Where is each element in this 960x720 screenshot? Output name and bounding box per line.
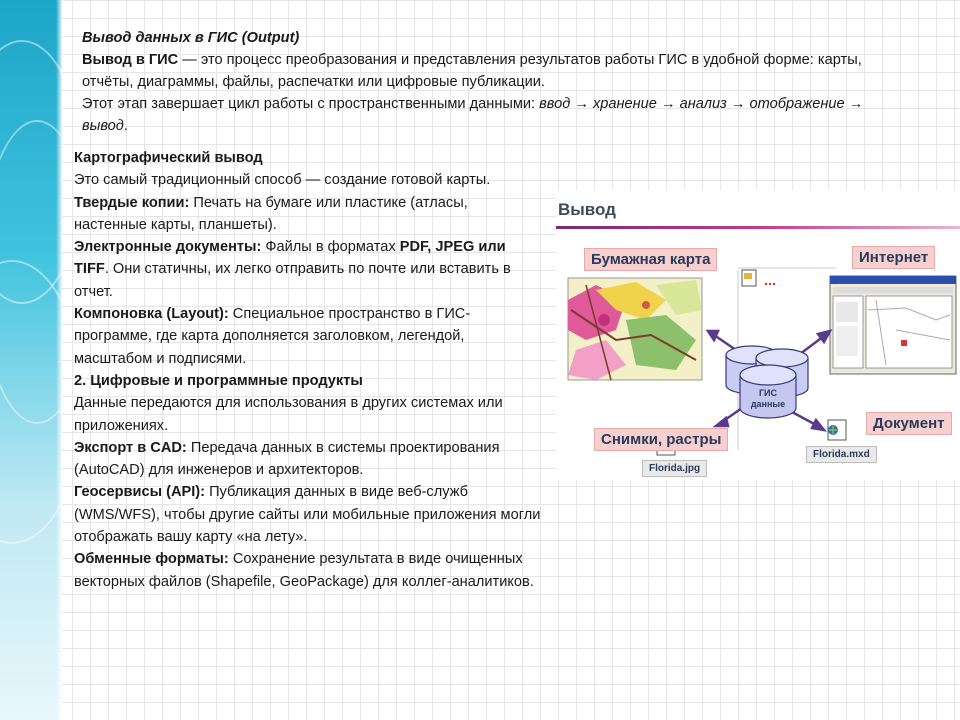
diagram-title: Вывод xyxy=(558,200,616,219)
definition-term: Вывод в ГИС xyxy=(82,52,179,68)
edocs-term: Электронные документы: xyxy=(74,239,262,256)
document-label: Документ xyxy=(866,412,952,435)
document-icon xyxy=(741,269,776,287)
api-item: Геосервисы (API): Публикация данных в ви… xyxy=(74,481,544,548)
edocs-text-2: . Они статичны, их легко отправить по по… xyxy=(74,261,511,300)
section-heading-cartographic: Картографический вывод xyxy=(74,150,263,166)
cycle-chain: ввод → хранение → анализ → отображение →… xyxy=(82,96,864,134)
cycle-paragraph: Этот этап завершает цикл работы с простр… xyxy=(82,93,882,137)
body-section: Картографический вывод Это самый традици… xyxy=(74,147,544,593)
layout-text: Специальное пространство в ГИС-программе… xyxy=(74,306,471,367)
paper-map-label: Бумажная карта xyxy=(584,248,718,271)
band-edge xyxy=(56,0,62,720)
db-label-line2: данные xyxy=(750,399,786,409)
paper-map-image xyxy=(567,277,703,381)
decorative-wave xyxy=(0,260,62,544)
digital-description: Данные передаются для использования в др… xyxy=(74,395,503,434)
edocs-formats: PDF, JPEG или TIFF xyxy=(74,239,506,278)
diagram-arrows xyxy=(705,329,833,432)
cad-text: Передача данных в системы проектирования… xyxy=(74,439,500,479)
layout-item: Компоновка (Layout): Специальное простра… xyxy=(74,303,544,370)
hardcopy-item: Твердые копии: Печать на бумаге или плас… xyxy=(74,192,544,237)
page-title: Вывод данных в ГИС (Output) xyxy=(82,30,300,46)
cycle-text: Этот этап завершает цикл работы с простр… xyxy=(82,96,540,112)
diagram-graphics xyxy=(567,267,957,456)
cad-term: Экспорт в CAD: xyxy=(74,439,187,456)
left-decorative-band xyxy=(0,0,62,720)
api-text: Публикация данных в виде веб-служб (WMS/… xyxy=(74,484,541,546)
internet-browser-image xyxy=(829,275,957,375)
cad-item: Экспорт в CAD: Передача данных в системы… xyxy=(74,437,544,482)
output-diagram: Вывод xyxy=(556,190,960,480)
definition-paragraph: Вывод в ГИС — это процесс преобразования… xyxy=(82,49,882,93)
cartographic-description: Это самый традиционный способ — создание… xyxy=(74,172,491,189)
cycle-end: . xyxy=(123,118,128,134)
edocs-item: Электронные документы: Файлы в форматах … xyxy=(74,236,544,303)
exchange-text: Сохранение результата в виде очищенных в… xyxy=(74,551,534,590)
exchange-term: Обменные форматы: xyxy=(74,551,229,568)
file-tag-mxd: Florida.mxd xyxy=(806,446,877,463)
section-heading-digital: 2. Цифровые и программные продукты xyxy=(74,372,363,389)
images-label: Снимки, растры xyxy=(594,428,729,451)
mxd-file-icon xyxy=(827,419,847,441)
intro-section: Вывод данных в ГИС (Output) Вывод в ГИС … xyxy=(82,27,882,137)
db-label-line1: ГИС xyxy=(758,388,778,398)
api-term: Геосервисы (API): xyxy=(74,484,206,501)
internet-label: Интернет xyxy=(852,246,936,269)
edocs-text-1: Файлы в форматах xyxy=(261,239,400,256)
gis-database-icon xyxy=(725,345,809,419)
diagram-title-underline xyxy=(556,226,960,229)
layout-term: Компоновка (Layout): xyxy=(74,306,229,323)
file-tag-jpg: Florida.jpg xyxy=(642,460,708,477)
hardcopy-text: Печать на бумаге или пластике (атласы, н… xyxy=(74,194,468,233)
exchange-item: Обменные форматы: Сохранение результата … xyxy=(74,548,544,593)
definition-text: — это процесс преобразования и представл… xyxy=(82,52,862,90)
hardcopy-term: Твердые копии: xyxy=(74,194,190,211)
